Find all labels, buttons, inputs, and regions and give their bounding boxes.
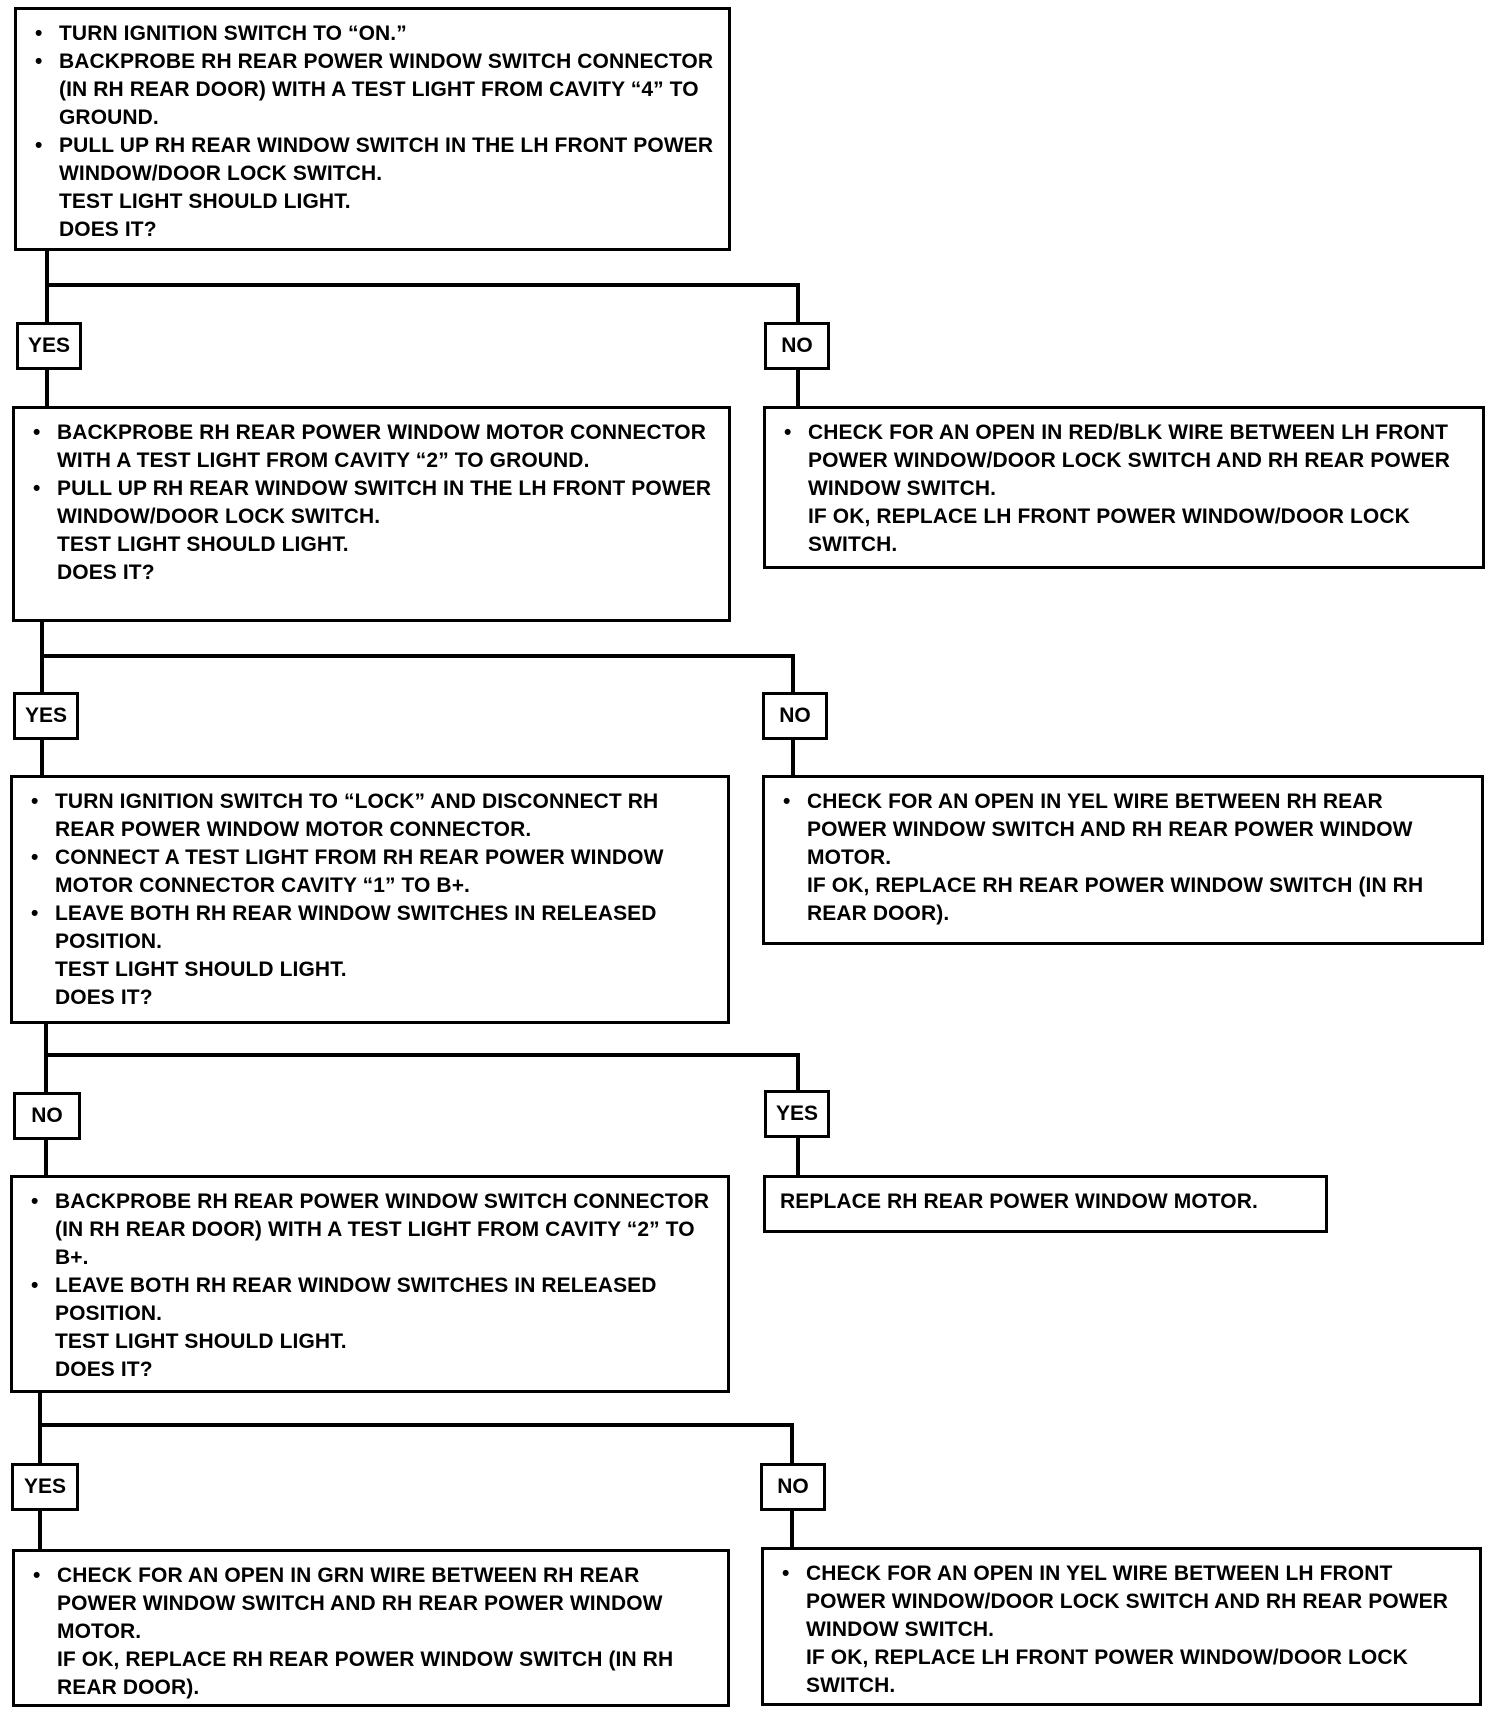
step2-question: DOES IT?	[57, 561, 155, 584]
step4-question: DOES IT?	[55, 1358, 153, 1381]
step4-yes-result-action: IF OK, REPLACE RH REAR POWER WINDOW SWIT…	[57, 1648, 674, 1699]
step1-no-result-box: CHECK FOR AN OPEN IN RED/BLK WIRE BETWEE…	[763, 406, 1485, 569]
connector-line	[44, 1140, 48, 1176]
step4-no-result-box: CHECK FOR AN OPEN IN YEL WIRE BETWEEN LH…	[761, 1547, 1482, 1706]
connector-line	[796, 1053, 800, 1093]
yes-label: YES	[13, 692, 79, 740]
connector-line	[44, 1024, 48, 1094]
yes-label: YES	[16, 322, 82, 370]
step2-bullet: PULL UP RH REAR WINDOW SWITCH IN THE LH …	[29, 475, 714, 531]
step3-bullet: CONNECT A TEST LIGHT FROM RH REAR POWER …	[27, 844, 713, 900]
connector-line	[791, 740, 795, 776]
connector-line	[45, 251, 49, 324]
step4-bullet: BACKPROBE RH REAR POWER WINDOW SWITCH CO…	[27, 1188, 713, 1272]
step2-no-result-box: CHECK FOR AN OPEN IN YEL WIRE BETWEEN RH…	[762, 775, 1484, 945]
connector-line	[44, 1053, 800, 1057]
step2-note: TEST LIGHT SHOULD LIGHT.	[57, 533, 349, 556]
no-label: NO	[13, 1092, 81, 1140]
step3-yes-result-box: REPLACE RH REAR POWER WINDOW MOTOR.	[763, 1175, 1328, 1233]
connector-line	[40, 740, 44, 776]
step4-bullet: LEAVE BOTH RH REAR WINDOW SWITCHES IN RE…	[27, 1272, 713, 1328]
connector-line	[38, 1511, 42, 1551]
connector-line	[796, 370, 800, 408]
step3-yes-result-text: REPLACE RH REAR POWER WINDOW MOTOR.	[780, 1190, 1258, 1213]
connector-line	[38, 1393, 42, 1465]
step1-bullet: TURN IGNITION SWITCH TO “ON.”	[31, 20, 714, 48]
step2-no-result-bullet: CHECK FOR AN OPEN IN YEL WIRE BETWEEN RH…	[779, 788, 1467, 872]
connector-line	[38, 1423, 794, 1427]
no-label: NO	[762, 692, 828, 740]
step1-no-result-action: IF OK, REPLACE LH FRONT POWER WINDOW/DOO…	[808, 505, 1410, 556]
step4-note: TEST LIGHT SHOULD LIGHT.	[55, 1330, 347, 1353]
connector-line	[45, 283, 800, 287]
connector-line	[790, 1511, 794, 1549]
connector-line	[796, 283, 800, 324]
yes-label: YES	[11, 1463, 79, 1511]
step1-question: DOES IT?	[59, 218, 157, 241]
connector-line	[45, 370, 49, 408]
step3-question: DOES IT?	[55, 986, 153, 1009]
step1-bullet: BACKPROBE RH REAR POWER WINDOW SWITCH CO…	[31, 48, 714, 132]
step3-bullet: LEAVE BOTH RH REAR WINDOW SWITCHES IN RE…	[27, 900, 713, 956]
connector-line	[790, 1423, 794, 1465]
step1-box: TURN IGNITION SWITCH TO “ON.” BACKPROBE …	[14, 7, 731, 251]
connector-line	[791, 654, 795, 694]
step3-bullet: TURN IGNITION SWITCH TO “LOCK” AND DISCO…	[27, 788, 713, 844]
step4-box: BACKPROBE RH REAR POWER WINDOW SWITCH CO…	[10, 1175, 730, 1393]
connector-line	[40, 654, 795, 658]
step4-no-result-bullet: CHECK FOR AN OPEN IN YEL WIRE BETWEEN LH…	[778, 1560, 1465, 1644]
step3-box: TURN IGNITION SWITCH TO “LOCK” AND DISCO…	[10, 775, 730, 1024]
step3-note: TEST LIGHT SHOULD LIGHT.	[55, 958, 347, 981]
step2-box: BACKPROBE RH REAR POWER WINDOW MOTOR CON…	[12, 406, 731, 622]
no-label: NO	[764, 322, 830, 370]
connector-line	[796, 1138, 800, 1176]
step1-no-result-bullet: CHECK FOR AN OPEN IN RED/BLK WIRE BETWEE…	[780, 419, 1468, 503]
step2-no-result-action: IF OK, REPLACE RH REAR POWER WINDOW SWIT…	[807, 874, 1424, 925]
no-label: NO	[760, 1463, 826, 1511]
step2-bullet: BACKPROBE RH REAR POWER WINDOW MOTOR CON…	[29, 419, 714, 475]
step1-note: TEST LIGHT SHOULD LIGHT.	[59, 190, 351, 213]
step4-yes-result-bullet: CHECK FOR AN OPEN IN GRN WIRE BETWEEN RH…	[29, 1562, 713, 1646]
yes-label: YES	[764, 1090, 830, 1138]
step1-bullet: PULL UP RH REAR WINDOW SWITCH IN THE LH …	[31, 132, 714, 188]
step4-yes-result-box: CHECK FOR AN OPEN IN GRN WIRE BETWEEN RH…	[12, 1549, 730, 1707]
connector-line	[40, 622, 44, 694]
step4-no-result-action: IF OK, REPLACE LH FRONT POWER WINDOW/DOO…	[806, 1646, 1408, 1697]
